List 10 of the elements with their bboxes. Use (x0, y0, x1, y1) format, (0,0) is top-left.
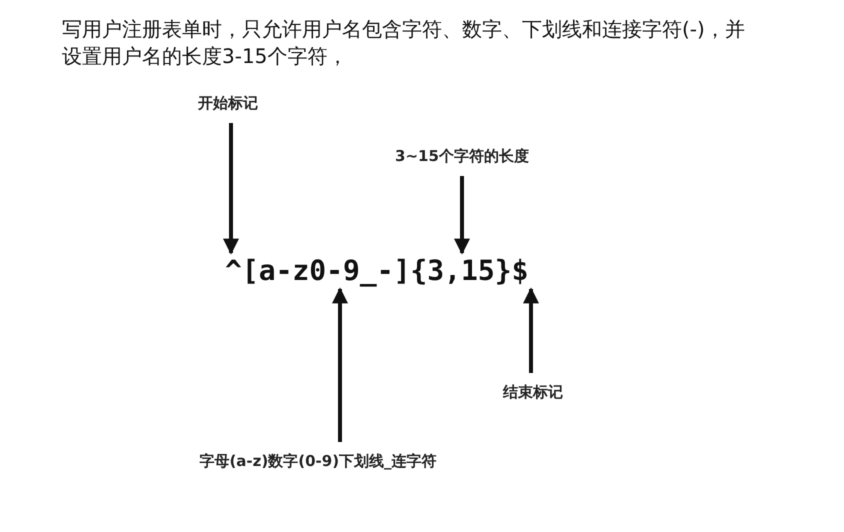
annotation-label: 开始标记 (198, 94, 258, 113)
leader-arrow (454, 176, 470, 255)
regex-text: ^[a-z0-9_-]{3,15}$ (225, 254, 528, 288)
annotation-label: 3~15个字符的长度 (395, 147, 529, 166)
leader-arrow (523, 287, 539, 373)
annotation-label: 字母(a-z)数字(0-9)下划线_连字符 (199, 452, 437, 471)
title-text: 写用户注册表单时，只允许用户名包含字符、数字、下划线和连接字符(-)，并设置用户名的长度3-15个字符， (62, 16, 746, 70)
leader-arrow (223, 123, 239, 255)
annotation-label: 结束标记 (503, 383, 563, 402)
leader-arrow (332, 287, 348, 442)
